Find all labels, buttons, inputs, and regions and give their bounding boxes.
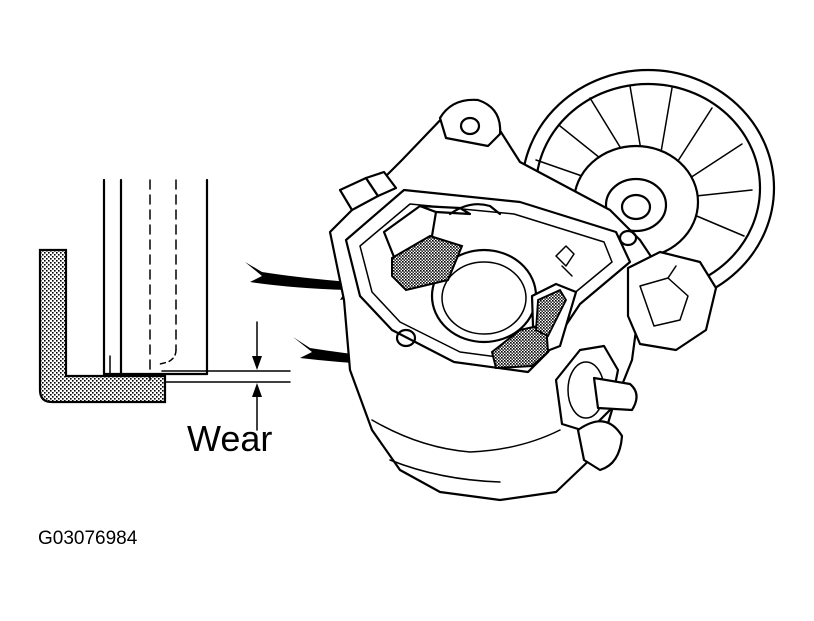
brush-wear-detail <box>38 178 291 431</box>
lower-brush <box>490 322 550 370</box>
figure-id: G03076984 <box>38 528 138 549</box>
starter-motor-illustration <box>328 68 776 502</box>
wear-dimension-arrows <box>252 321 262 431</box>
lower-brush-cap <box>535 288 568 338</box>
wear-label: Wear <box>187 418 273 459</box>
upper-brush <box>391 234 464 292</box>
terminal-connector <box>626 250 718 352</box>
pinion-shaft <box>592 376 638 412</box>
brush-holder-section <box>38 248 167 404</box>
